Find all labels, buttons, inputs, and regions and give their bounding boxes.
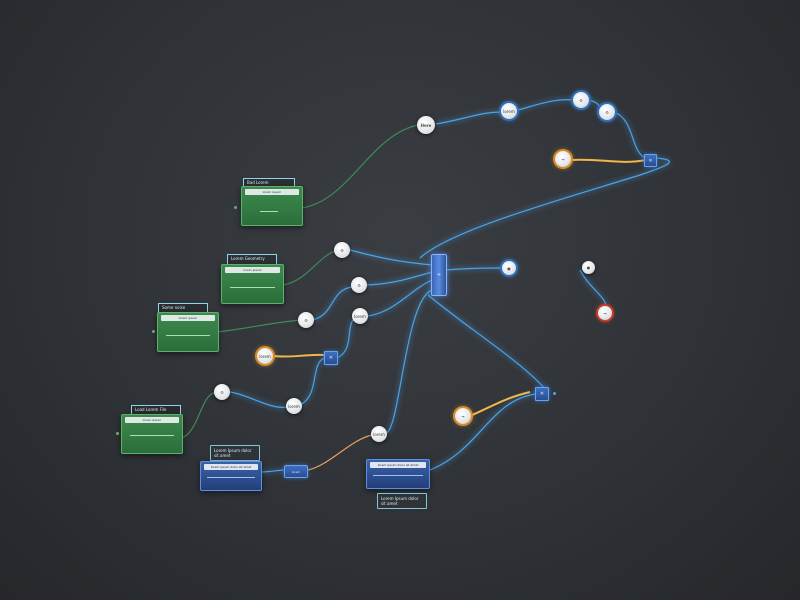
port-dot[interactable] [234, 206, 237, 209]
circle-node-orange-low[interactable]: → [455, 408, 471, 424]
blue-node-left-header: lorem ipsum dolor sit amet [204, 464, 258, 470]
port-dot[interactable] [116, 432, 119, 435]
circle-node-top-mid[interactable]: lorem [501, 103, 517, 119]
blue-node-right[interactable]: lorem ipsum dolor sit amet [366, 459, 430, 489]
circle-node-low-1[interactable]: ⚙ [214, 384, 230, 400]
wire-blue-1 [435, 111, 503, 125]
circle-node-orange-top[interactable]: → [555, 151, 571, 167]
wire-blue-11 [299, 357, 325, 406]
green-node-4-line [130, 435, 174, 436]
wire-blue-9 [311, 286, 353, 321]
circle-node-top-a[interactable]: ⚙ [573, 92, 589, 108]
wire-blue-5 [419, 157, 670, 259]
circle-node-here[interactable]: Here [417, 116, 435, 134]
square-node-mid[interactable]: ✕ [324, 351, 338, 365]
circle-node-top-b[interactable]: ⚙ [599, 104, 615, 120]
pill-node[interactable]: lorem [284, 465, 308, 478]
green-node-4-header: lorem ipsum [125, 417, 179, 423]
circle-node-mid-1[interactable]: ⚙ [334, 242, 350, 258]
green-node-3-tab: Some noise [158, 303, 208, 313]
wire-blue-10 [336, 317, 356, 359]
blue-node-left-line [207, 477, 255, 478]
circle-node-red[interactable]: → [598, 306, 612, 320]
port-dot[interactable] [152, 330, 155, 333]
square-node-low[interactable]: ✕ [535, 387, 549, 401]
circle-node-orange-mid[interactable]: lorem [257, 348, 273, 364]
circle-node-low-2[interactable]: lorem [286, 398, 302, 414]
green-node-1-line [260, 211, 278, 212]
blue-node-left-tab: Lorem Ipsum dolor sit amet [210, 445, 260, 461]
circle-node-mid-3[interactable]: ⚙ [298, 312, 314, 328]
green-node-1-header: lorem ipsum [245, 189, 299, 195]
green-node-2-tab: Lorem Geometry [227, 254, 277, 264]
green-node-2-header: lorem ipsum [225, 267, 280, 273]
blue-node-left[interactable]: lorem ipsum dolor sit amet [200, 461, 262, 491]
wire-orange-3 [469, 391, 531, 417]
circle-node-far-right[interactable]: ● [582, 261, 595, 274]
wire-blue-18 [259, 469, 287, 473]
blue-node-right-header: lorem ipsum dolor sit amet [370, 462, 426, 468]
wire-blue-2 [517, 99, 576, 111]
port-dot[interactable] [553, 392, 556, 395]
green-node-4-tab: Load Lorem File [131, 405, 181, 415]
wire-blue-14 [385, 289, 433, 434]
wire-blue-8 [367, 279, 433, 317]
wire-green-1 [301, 124, 419, 209]
green-node-3[interactable]: lorem ipsum [157, 312, 219, 352]
wire-blue-15 [427, 294, 549, 393]
circle-node-right-hub[interactable]: ● [502, 261, 516, 275]
circle-node-mid-4[interactable]: lorem [352, 308, 368, 324]
circle-node-mid-2[interactable]: ⚙ [351, 277, 367, 293]
wire-blue-13 [445, 267, 503, 271]
green-node-1-tab: Bad Lorem [243, 178, 295, 188]
green-node-3-line [166, 335, 210, 336]
wire-blue-6 [349, 249, 433, 266]
wire-green-4 [181, 391, 217, 439]
wire-green-3 [217, 319, 303, 333]
wire-orange-2 [272, 353, 325, 358]
wire-orange-4 [307, 434, 373, 471]
wire-blue-12 [229, 391, 289, 408]
wire-green-2 [282, 249, 341, 286]
circle-node-low-3[interactable]: lorem [371, 426, 387, 442]
hub-node[interactable]: + [431, 254, 447, 296]
green-node-2-line [230, 287, 275, 288]
blue-node-right-note: Lorem Ipsum dolor sit amet [377, 493, 427, 509]
wire-blue-7 [365, 271, 433, 286]
wire-blue-16 [429, 393, 537, 471]
green-node-3-header: lorem ipsum [161, 315, 215, 321]
wire-blue-4 [613, 111, 646, 159]
green-node-4[interactable]: lorem ipsum [121, 414, 183, 454]
square-node-top[interactable]: ✕ [644, 154, 657, 167]
blue-node-right-line [373, 475, 423, 476]
green-node-2[interactable]: lorem ipsum [221, 264, 284, 304]
green-node-1[interactable]: lorem ipsum [241, 186, 303, 226]
wire-orange-1 [569, 158, 647, 163]
